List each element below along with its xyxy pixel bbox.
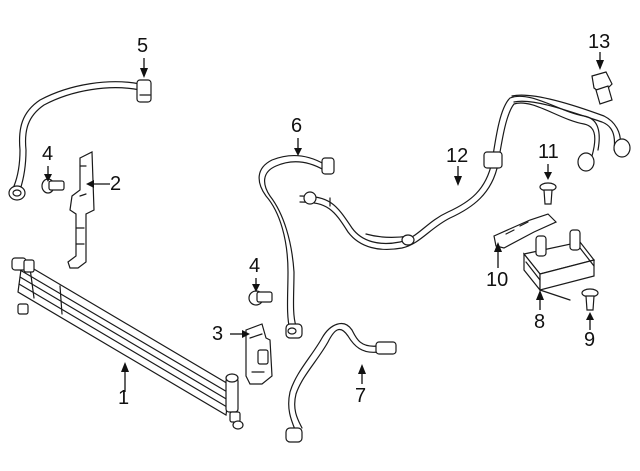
bracket-part-3 [245, 323, 273, 385]
callout-1: 1 [118, 387, 130, 409]
callout-13: 13 [588, 31, 611, 53]
hose-part-7 [285, 322, 397, 443]
leader-lines [44, 52, 604, 392]
callout-6: 6 [291, 115, 303, 137]
clip-part-13 [591, 71, 613, 105]
callout-9: 9 [584, 329, 596, 351]
callout-11: 11 [538, 141, 559, 163]
cooler-part-1 [11, 257, 244, 430]
callout-5: 5 [137, 35, 149, 57]
callout-7: 7 [355, 385, 367, 407]
hose-part-6 [258, 155, 335, 339]
pipe-part-12 [299, 94, 631, 251]
bracket-part-2 [67, 151, 95, 269]
pin-part-9 [581, 288, 599, 311]
callout-4-lower: 4 [249, 255, 261, 277]
callout-8: 8 [534, 311, 546, 333]
pin-part-11 [539, 182, 557, 205]
bracket-part-10 [493, 213, 558, 249]
oil-cooler-part-8 [522, 229, 596, 301]
bolt-part-4-lower [248, 290, 273, 306]
hose-part-5 [8, 79, 152, 201]
callout-4-upper: 4 [42, 143, 54, 165]
callout-12: 12 [446, 145, 469, 167]
bolt-part-4-upper [41, 178, 65, 194]
callout-10: 10 [486, 269, 509, 291]
callout-2: 2 [110, 173, 122, 195]
callout-3: 3 [212, 323, 224, 345]
